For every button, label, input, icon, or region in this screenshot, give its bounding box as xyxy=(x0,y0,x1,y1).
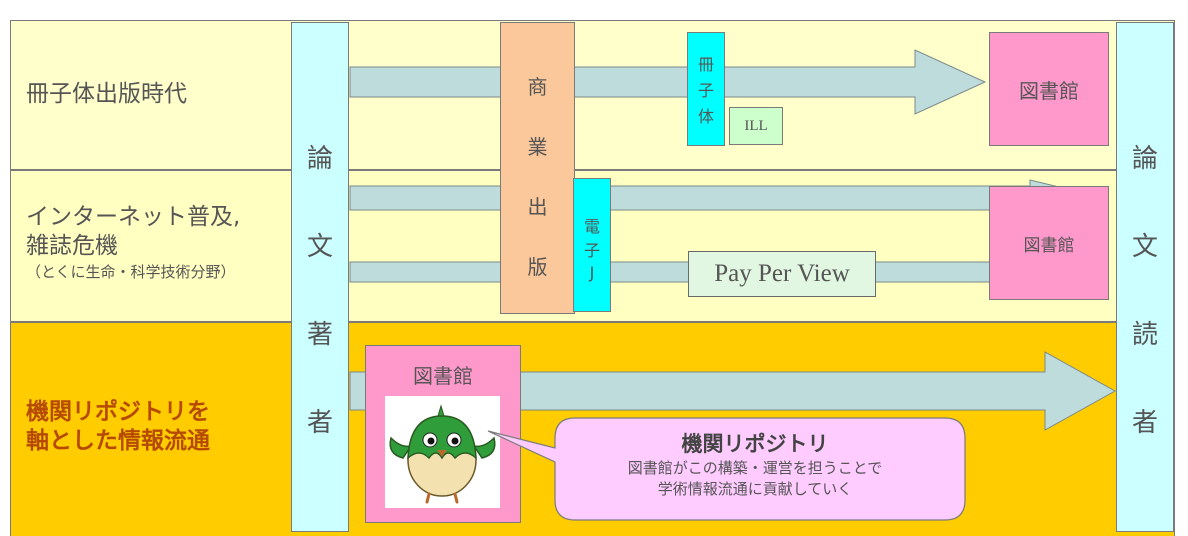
booklet-char-2: 子 xyxy=(697,81,714,100)
library-box-print-era: 図書館 xyxy=(989,32,1109,146)
commercial-char-4: 版 xyxy=(527,255,548,279)
booklet-char-3: 体 xyxy=(697,107,714,126)
commercial-publishing-box: 商 業 出 版 xyxy=(500,22,575,314)
reader-char-3: 読 xyxy=(1131,320,1158,350)
callout-line-1: 図書館がこの構築・運営を担うことで xyxy=(627,459,883,477)
library-label-repository-era: 図書館 xyxy=(413,364,473,388)
author-char-3: 著 xyxy=(306,320,333,350)
reader-char-1: 論 xyxy=(1131,144,1158,174)
callout-title: 機関リポジトリ xyxy=(681,432,829,456)
row-label-internet-line1: インターネット普及, xyxy=(26,204,241,230)
reader-char-2: 文 xyxy=(1131,232,1158,262)
green-bird-mascot-icon xyxy=(389,404,496,504)
reader-char-4: 者 xyxy=(1131,408,1158,438)
row-label-internet-era: インターネット普及, 雑誌危機 （とくに生命・科学技術分野） xyxy=(26,203,240,281)
ejournal-char-3: J xyxy=(589,263,595,282)
row-label-print-era: 冊子体出版時代 xyxy=(26,81,187,107)
arrow-print-era xyxy=(349,49,987,115)
commercial-char-1: 商 xyxy=(527,75,548,99)
ejournal-char-2: 子 xyxy=(583,241,600,260)
ejournal-box: 電 子 J xyxy=(573,178,611,312)
callout-text: 機関リポジトリ 図書館がこの構築・運営を担うことで 学術情報流通に貢献していく xyxy=(560,428,950,500)
booklet-char-1: 冊 xyxy=(697,55,714,74)
row-label-internet-note: （とくに生命・科学技術分野） xyxy=(26,262,236,281)
reader-column: 論 文 読 者 xyxy=(1116,22,1174,532)
pay-per-view-box: Pay Per View xyxy=(688,251,876,297)
row-label-repository-line2: 軸とした情報流通 xyxy=(26,427,210,454)
author-char-1: 論 xyxy=(306,144,333,174)
author-char-4: 者 xyxy=(306,408,333,438)
row-label-internet-line2: 雑誌危機 xyxy=(26,232,118,259)
commercial-char-3: 出 xyxy=(527,195,548,219)
ejournal-char-1: 電 xyxy=(583,217,600,236)
library-box-internet-era: 図書館 xyxy=(989,186,1109,300)
commercial-char-2: 業 xyxy=(527,135,548,159)
row-label-repository-era: 機関リポジトリを 軸とした情報流通 xyxy=(26,398,210,456)
mascot-frame xyxy=(385,396,500,508)
row-label-repository-line1: 機関リポジトリを xyxy=(26,399,210,425)
author-column: 論 文 著 者 xyxy=(291,22,349,532)
callout-line-2: 学術情報流通に貢献していく xyxy=(657,480,853,498)
author-char-2: 文 xyxy=(306,232,333,262)
booklet-box: 冊 子 体 xyxy=(687,32,725,146)
ill-box: ILL xyxy=(729,107,783,145)
